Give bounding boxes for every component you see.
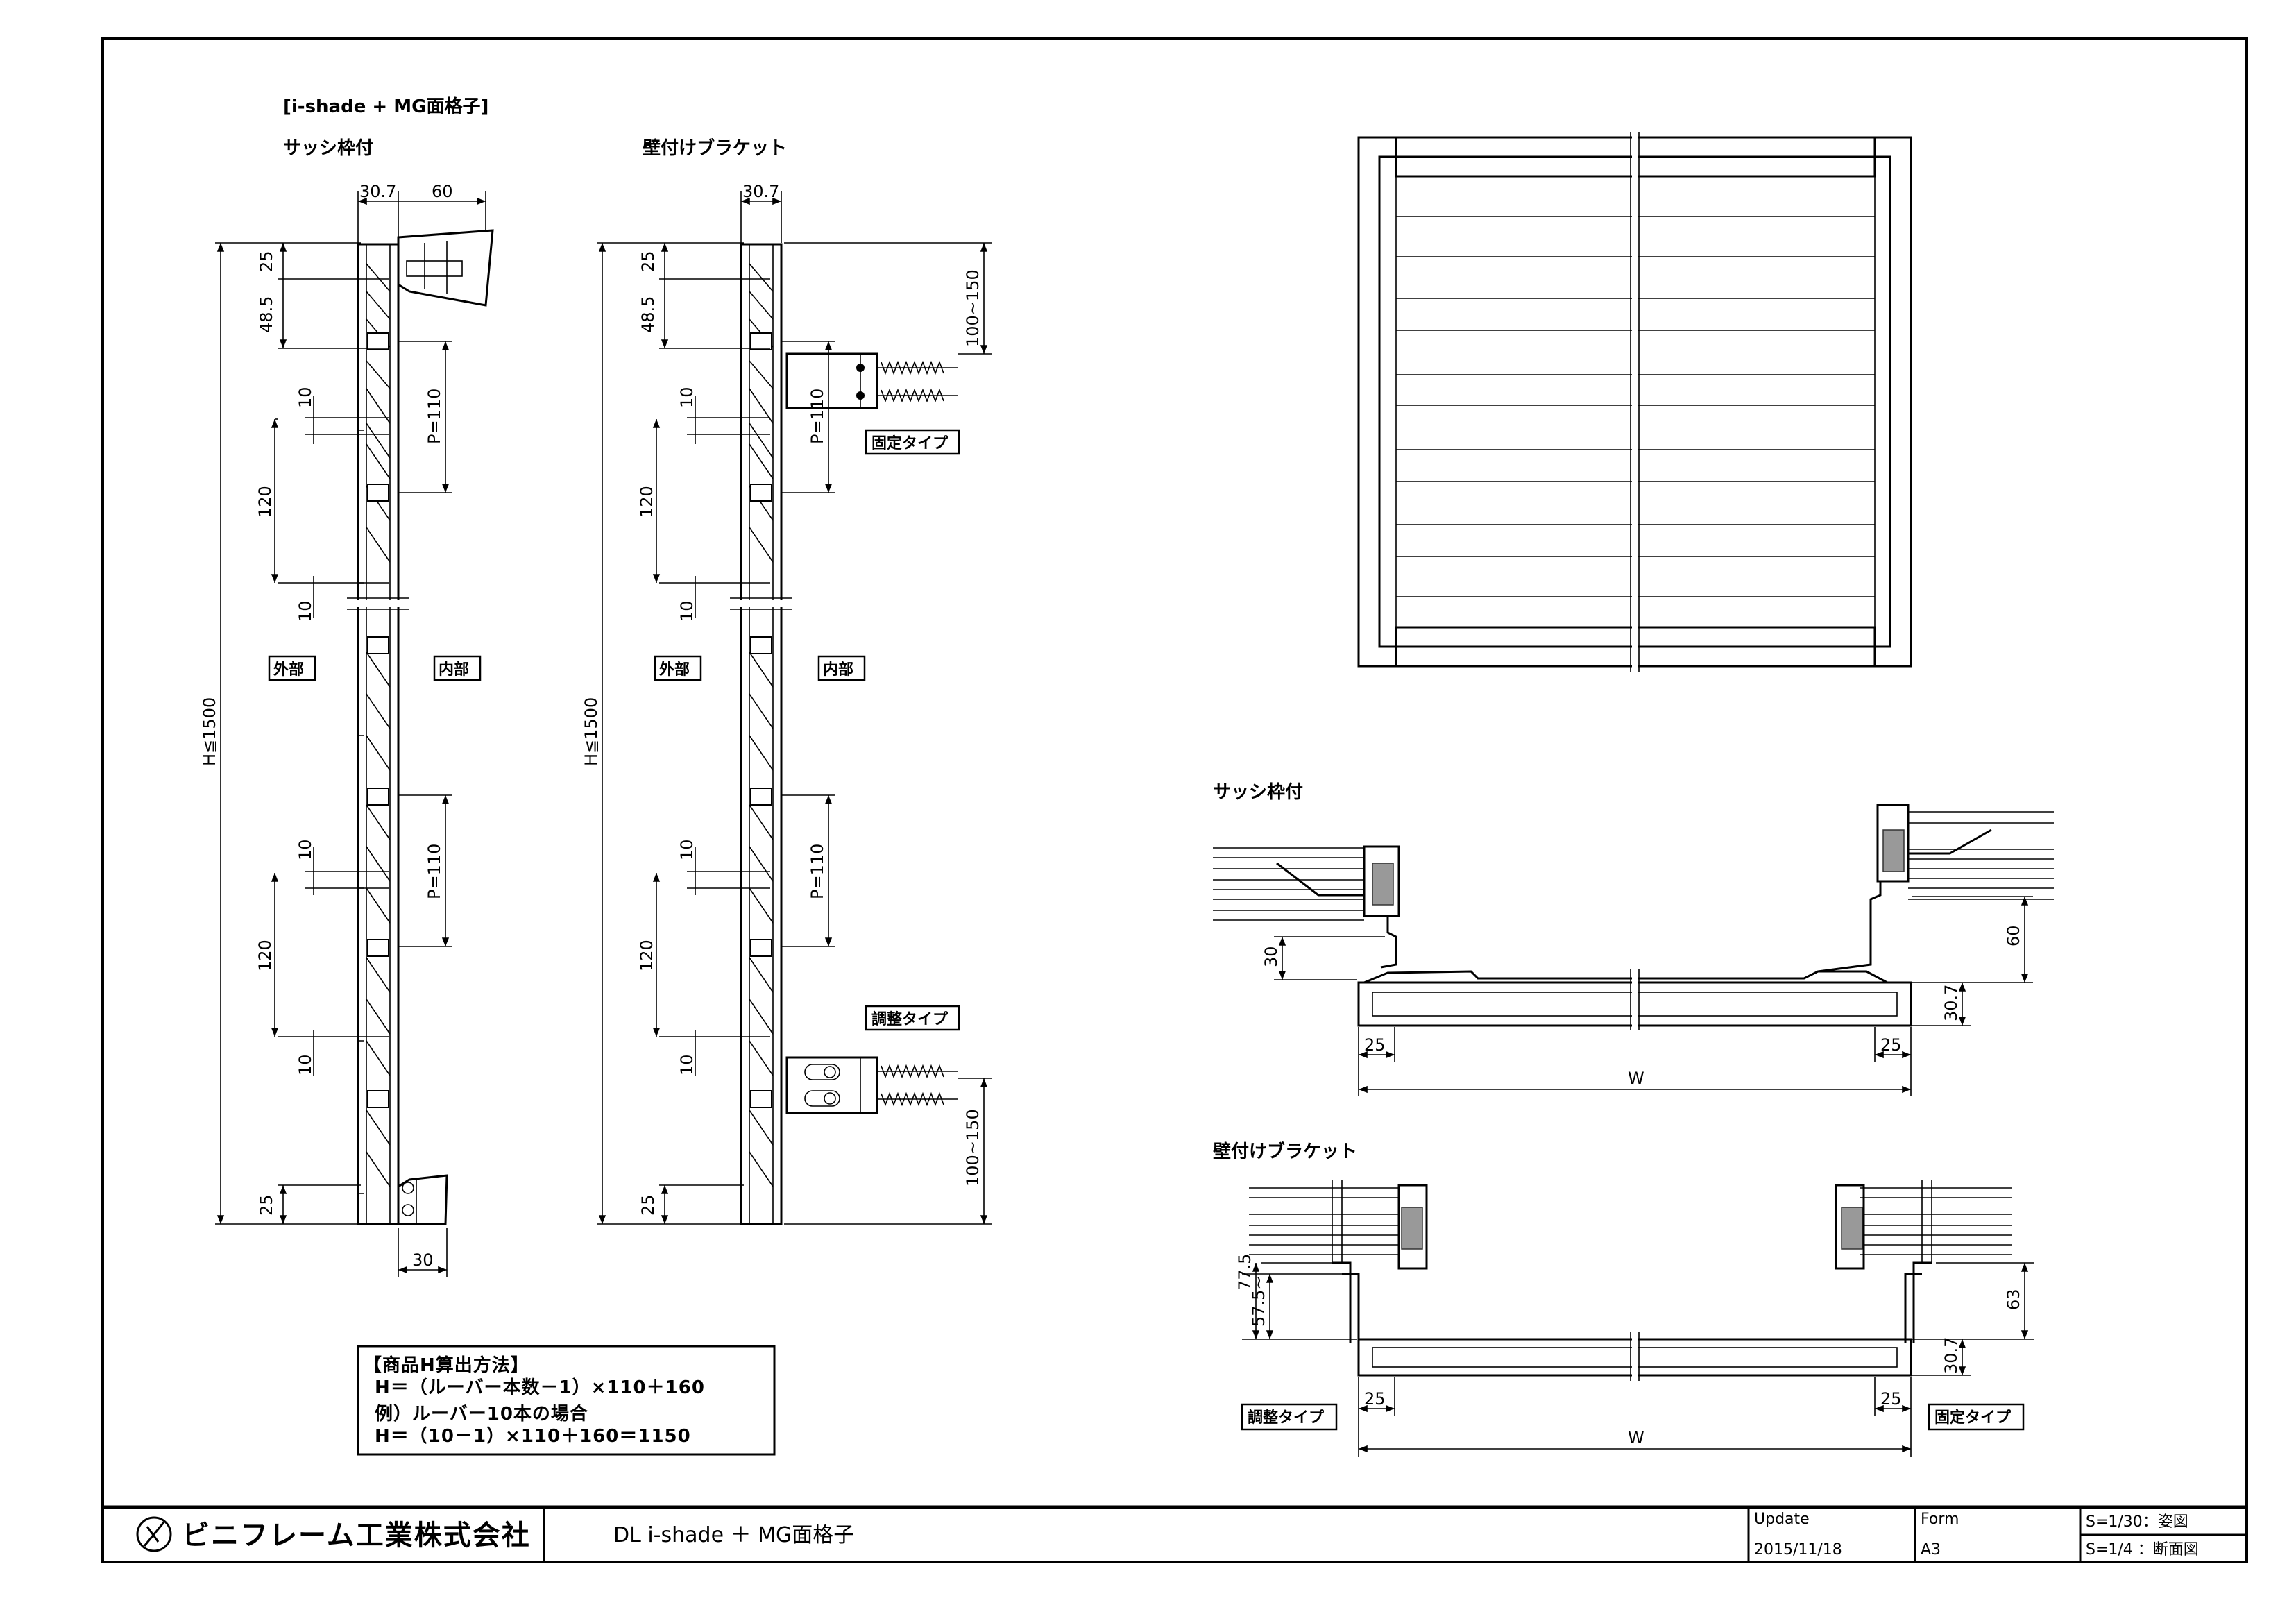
dim-10-d: 10: [296, 1054, 315, 1076]
dim-wall-25-left: 25: [1364, 1389, 1386, 1409]
product-heading: [i-shade + MG面格子]: [283, 96, 488, 117]
label-mid-adjust-type: 調整タイプ: [871, 1010, 949, 1028]
update-label: Update: [1754, 1511, 1810, 1528]
note-line-3: 例）ルーバー10本の場合: [375, 1403, 588, 1425]
update-value: 2015/11/18: [1754, 1541, 1842, 1558]
left-section-drawing: 30.7 60 25 48.5 10 120 10 P=110 10 120 1…: [200, 182, 494, 1277]
dim-mid-right-bottom: 100~150: [963, 1109, 983, 1187]
title-block: ビニフレーム工業株式会社 DL i-shade ＋ MG面格子 Update 2…: [103, 1505, 2247, 1562]
label-wall-fixed-type: 固定タイプ: [1934, 1409, 2012, 1427]
scale-elevation: S=1/30：姿図: [2086, 1513, 2188, 1531]
dim-top-width: 30.7: [359, 182, 396, 201]
calc-note: 【商品H算出方法】 H＝（ルーバー本数－1）×110＋160 例）ルーバー10本…: [357, 1345, 776, 1456]
dim-top-width2: 60: [432, 182, 453, 201]
dim-mid-10-c: 10: [677, 839, 697, 860]
dim-mid-48-5: 48.5: [638, 296, 658, 333]
company-logo-icon: [136, 1516, 172, 1552]
dim-sash-25-right: 25: [1880, 1035, 1902, 1055]
plan-wall-drawing: 57.5~ 77.5 63 30.7 25 25 W 調整タイプ 固定タイプ: [1235, 1180, 2034, 1457]
note-line-1: 【商品H算出方法】: [364, 1354, 529, 1376]
dim-sash-30-7: 30.7: [1941, 985, 1961, 1021]
dim-sash-25-left: 25: [1364, 1035, 1386, 1055]
dim-25-bottom: 25: [257, 1194, 276, 1216]
dim-mid-25-bottom: 25: [638, 1194, 658, 1216]
dim-10-a: 10: [296, 386, 315, 408]
left-section-title: サッシ枠付: [283, 138, 373, 159]
dim-h-max: H≦1500: [200, 697, 219, 766]
form-value: A3: [1921, 1541, 1941, 1558]
elevation-view: [1357, 132, 1912, 672]
plan-sash-drawing: 30 60 30.7 25 25 W: [1213, 804, 2054, 1096]
dim-wall-25-right: 25: [1880, 1389, 1902, 1409]
mid-section-title: 壁付けブラケット: [643, 137, 787, 159]
dim-mid-25-top: 25: [638, 250, 658, 272]
label-wall-adjust-type: 調整タイプ: [1248, 1409, 1325, 1427]
dim-mid-120-a: 120: [637, 486, 656, 518]
label-mid-fixed-type: 固定タイプ: [871, 434, 949, 452]
dim-120-a: 120: [255, 486, 275, 518]
dim-mid-120-b: 120: [637, 940, 656, 971]
label-inside: 内部: [439, 661, 469, 679]
dim-wall-77-5: 77.5: [1235, 1254, 1255, 1291]
label-outside: 外部: [273, 661, 304, 679]
mid-section-drawing: 30.7 25 48.5 10 120 10 P=110 10 120 10 P…: [581, 182, 992, 1225]
dim-wall-63: 63: [2004, 1289, 2023, 1310]
dim-wall-w: W: [1628, 1428, 1644, 1447]
note-line-4: H＝（10－1）×110＋160＝1150: [375, 1426, 691, 1447]
dim-10-c: 10: [296, 839, 315, 860]
dim-p110-a: P=110: [425, 389, 444, 444]
dim-25-top: 25: [257, 250, 276, 272]
dim-sash-w: W: [1628, 1069, 1644, 1088]
label-mid-inside: 内部: [823, 661, 853, 679]
dim-mid-h-max: H≦1500: [581, 697, 601, 766]
dim-120-b: 120: [255, 940, 275, 971]
dim-mid-10-b: 10: [677, 600, 697, 622]
dim-mid-p110-a: P=110: [808, 389, 827, 444]
dim-mid-right-top: 100~150: [963, 269, 983, 347]
dim-wall-30-7: 30.7: [1941, 1337, 1961, 1374]
dim-mid-top-width: 30.7: [742, 182, 779, 201]
drawing-title: DL i-shade ＋ MG面格子: [613, 1523, 854, 1547]
sheet-border: [101, 37, 2248, 1563]
dim-10-b: 10: [296, 600, 315, 622]
label-mid-outside: 外部: [659, 661, 690, 679]
dim-sash-30: 30: [1261, 946, 1281, 967]
dim-mid-10-a: 10: [677, 386, 697, 408]
dim-48-5: 48.5: [257, 296, 276, 333]
dim-30-bottom: 30: [412, 1250, 434, 1270]
dim-mid-p110-b: P=110: [808, 844, 827, 899]
form-label: Form: [1921, 1511, 1959, 1528]
plan-sash-title: サッシ枠付: [1213, 782, 1303, 803]
dim-sash-60: 60: [2004, 925, 2023, 946]
scale-section: S=1/4 ：断面図: [2086, 1541, 2199, 1558]
note-line-2: H＝（ルーバー本数－1）×110＋160: [375, 1377, 705, 1398]
company-name: ビニフレーム工業株式会社: [182, 1520, 531, 1552]
plan-wall-title: 壁付けブラケット: [1213, 1141, 1357, 1162]
dim-p110-b: P=110: [425, 844, 444, 899]
dim-mid-10-d: 10: [677, 1054, 697, 1076]
